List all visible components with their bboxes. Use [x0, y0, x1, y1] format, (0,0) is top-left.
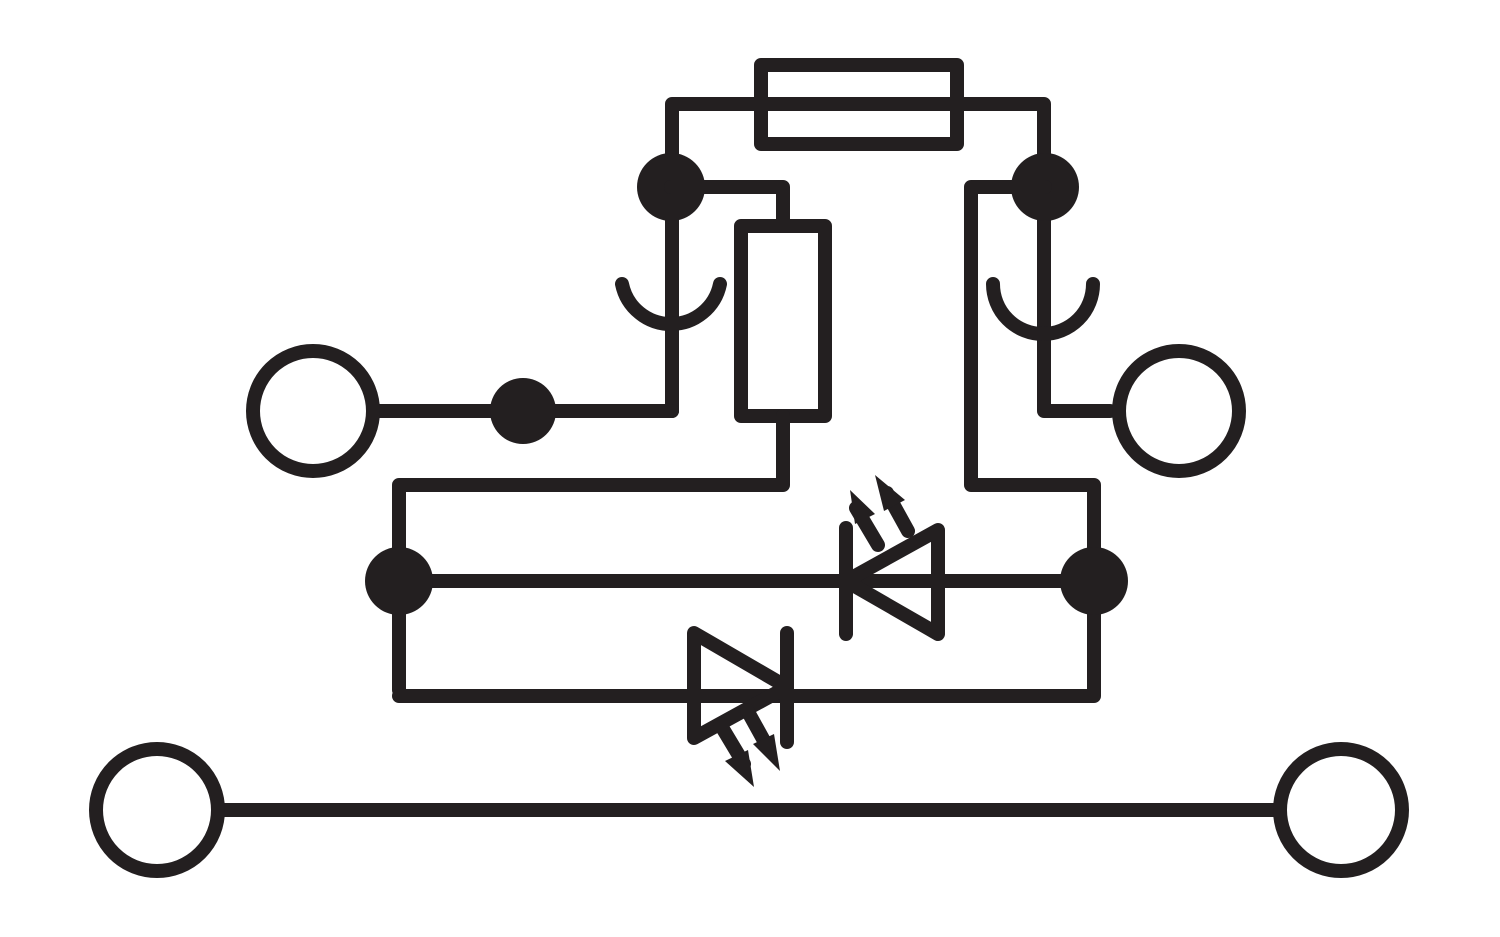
terminal-left-lower [89, 742, 225, 878]
plug-contact-left [615, 277, 727, 332]
led-lower-body [687, 626, 794, 745]
led-upper-body [839, 523, 945, 641]
resistor-lead-top [664, 180, 790, 233]
led-lower [687, 626, 794, 787]
led-lower-light-arrow-1 [725, 750, 754, 787]
led-upper [839, 475, 945, 641]
terminal-left-upper [246, 344, 380, 478]
led-upper-light-arrow-2 [875, 475, 905, 511]
junction-node-left-input [490, 378, 556, 444]
terminal-right-lower [1273, 742, 1409, 878]
resistor-body [734, 219, 832, 423]
junction-node-middle-right [1060, 547, 1128, 615]
plug-contact-right [986, 277, 1100, 341]
junction-node-middle-left [365, 547, 433, 615]
wire-right-return [392, 180, 1101, 703]
terminal-right-upper [1112, 344, 1246, 478]
led-lower-light-arrow-2 [753, 734, 780, 771]
led-upper-light-arrow-1 [850, 490, 875, 524]
